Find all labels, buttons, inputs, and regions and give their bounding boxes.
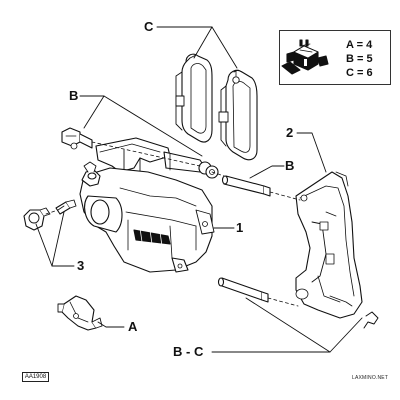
callout-a: A: [128, 319, 138, 334]
bleed-screw: [55, 199, 77, 215]
legend-line-c: C = 6: [346, 67, 373, 79]
carrier-bracket: [295, 171, 363, 319]
callout-b-c: B - C: [173, 344, 204, 359]
legend-line-a: A = 4: [346, 39, 373, 51]
figure-id: AA1908: [22, 372, 49, 382]
brake-pad-right: [218, 69, 258, 161]
leader-lines: [35, 26, 363, 353]
brake-pad-left: [175, 53, 213, 143]
callout-3: 3: [77, 258, 85, 273]
callout-b-right: B: [285, 158, 295, 173]
anti-rattle-spring: [57, 295, 103, 331]
bushing-b: [198, 161, 219, 179]
guide-pin-b: [221, 175, 271, 197]
callout-c: C: [144, 19, 154, 34]
legend-line-b: B = 5: [346, 53, 373, 65]
torque-wrench-icon: [281, 39, 329, 75]
callout-1: 1: [236, 220, 244, 235]
torque-legend: A = 4 B = 5 C = 6: [279, 30, 391, 85]
caliper-housing: [79, 137, 215, 273]
callout-b-left: B: [69, 88, 79, 103]
assembly-lines: [45, 141, 301, 307]
bolt-b-left: [61, 127, 93, 150]
wire-clip: [363, 311, 379, 329]
guide-pin-lower: [217, 277, 269, 303]
callout-2: 2: [286, 125, 294, 140]
watermark: LAXMINO.NET: [352, 375, 389, 381]
dust-cap: [23, 207, 51, 231]
